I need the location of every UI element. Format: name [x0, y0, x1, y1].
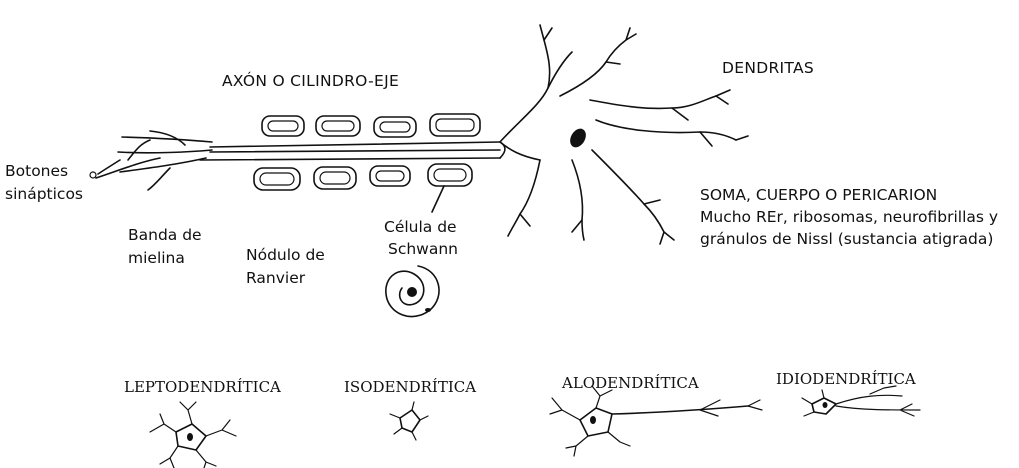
ranvier-node-label-line2: Ranvier — [246, 267, 305, 289]
axon-label: AXÓN O CILINDRO-EJE — [222, 70, 399, 92]
lepto-neuron — [150, 402, 236, 468]
schwann-pointer — [432, 186, 444, 212]
schwann-cell-spiral — [386, 266, 439, 317]
idiodendritic-label: IDIODENDRÍTICA — [776, 368, 916, 390]
leptodendritic-label: LEPTODENDRÍTICA — [124, 376, 281, 398]
soma-desc-line2: gránulos de Nissl (sustancia atigrada) — [700, 228, 993, 250]
synaptic-buttons-label-line2: sinápticos — [5, 183, 83, 205]
schwann-cell-label-line2: Schwann — [388, 238, 458, 260]
synaptic-buttons-label-line1: Botones — [5, 160, 68, 182]
myelin-sheath-top — [262, 114, 480, 137]
soma-desc-line1: Mucho REr, ribosomas, neurofibrillas y — [700, 206, 998, 228]
isodendritic-label: ISODENDRÍTICA — [344, 376, 476, 398]
allodendritic-label: ALODENDRÍTICA — [562, 372, 699, 394]
iso-neuron — [390, 402, 428, 440]
myelin-band-label-line2: mielina — [128, 247, 185, 269]
alo-neuron — [550, 386, 762, 456]
myelin-sheath-bottom — [254, 164, 472, 190]
ranvier-node-label-line1: Nódulo de — [246, 244, 325, 266]
myelin-band-label-line1: Banda de — [128, 224, 202, 246]
soma-label: SOMA, CUERPO O PERICARION — [700, 184, 937, 206]
dendrites-label: DENDRITAS — [722, 57, 814, 79]
schwann-cell-label-line1: Célula de — [384, 216, 457, 238]
idio-neuron — [802, 386, 920, 416]
